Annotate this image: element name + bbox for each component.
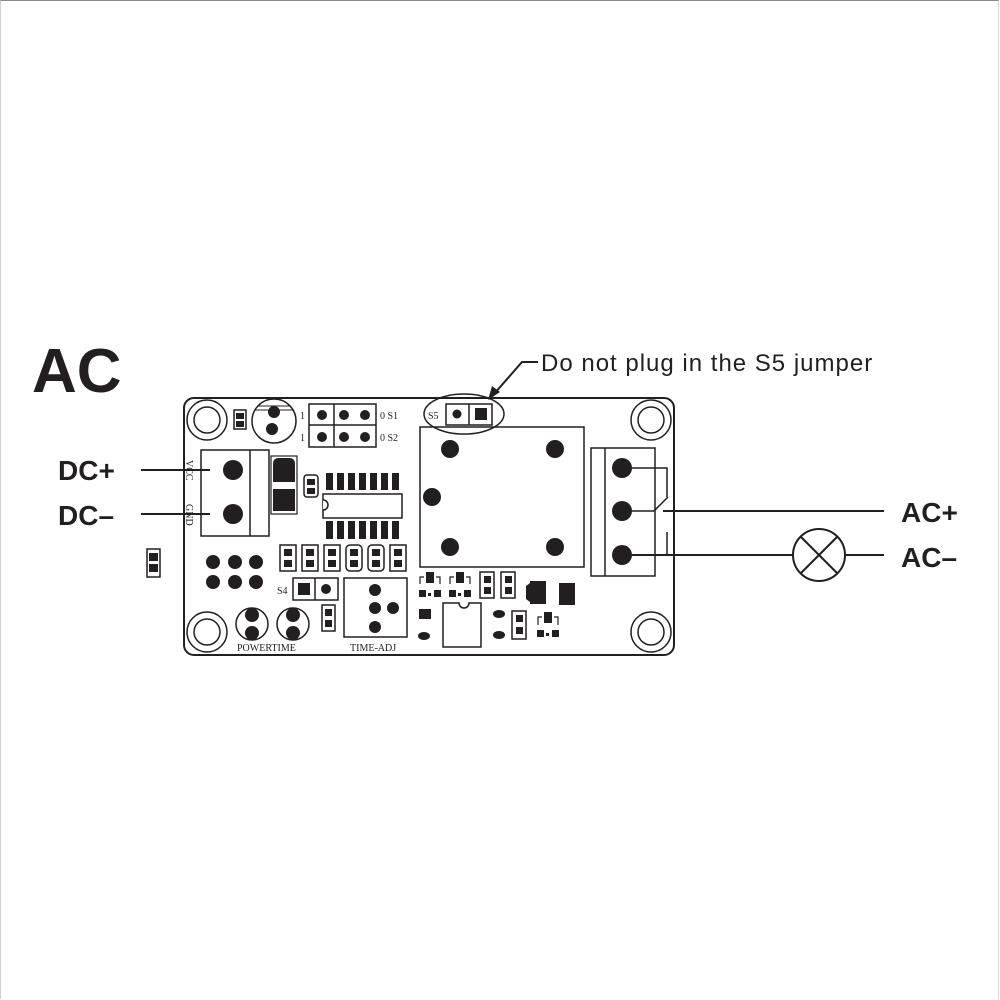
lamp-icon [792,528,846,582]
s1-s2-header: 1 1 0 S1 0 S2 [300,403,398,448]
diode-component [270,455,298,515]
mounting-hole-bottom-left [186,611,228,653]
smd-component [303,474,319,498]
s1-pin1-label: 1 [300,411,305,422]
s2-pin1-label: 1 [300,433,305,444]
time-adj-trimmer: TIME-ADJ [343,577,408,654]
ac-minus-label: AC– [901,542,957,573]
s5-label: S5 [428,411,439,422]
s1-label: 0 S1 [380,411,398,422]
s4-jumper: S4 [277,577,339,601]
ac-plus-label: AC+ [901,497,958,528]
pcb-outline [183,397,675,656]
smd-transistor-group [418,571,575,648]
s2-label: 0 S2 [380,433,398,444]
s5-jumper: S5 [423,393,505,435]
ac-terminal-block [590,447,656,577]
time-adj-label: TIME-ADJ [350,643,396,654]
capacitor-component [251,398,297,444]
s5-highlight-ellipse [423,393,505,435]
dc-plus-label: DC+ [58,455,115,486]
mounting-hole-bottom-right [630,611,672,653]
s5-warning-annotation: Do not plug in the S5 jumper [541,350,873,377]
powertime-potentiometer: POWERTIME [235,607,310,654]
powertime-label: POWERTIME [237,643,296,654]
relay [419,426,585,568]
relay-switch-symbol [632,467,669,555]
diagram-title: AC [32,337,122,406]
arrowhead-icon [488,386,500,400]
s4-label: S4 [277,586,288,597]
smd-component-outside [146,548,161,578]
smd-component [233,409,247,430]
mounting-hole-top-right [630,399,672,441]
dc-terminal-block: VCC GND [183,449,270,537]
dc-minus-label: DC– [58,500,114,531]
ic-chip [322,473,403,539]
mounting-hole-top-left [186,399,228,441]
smd-resistor-row [279,544,407,572]
annotation-leader-line [493,361,538,395]
pad-group [206,555,263,589]
smd-component [321,604,336,632]
